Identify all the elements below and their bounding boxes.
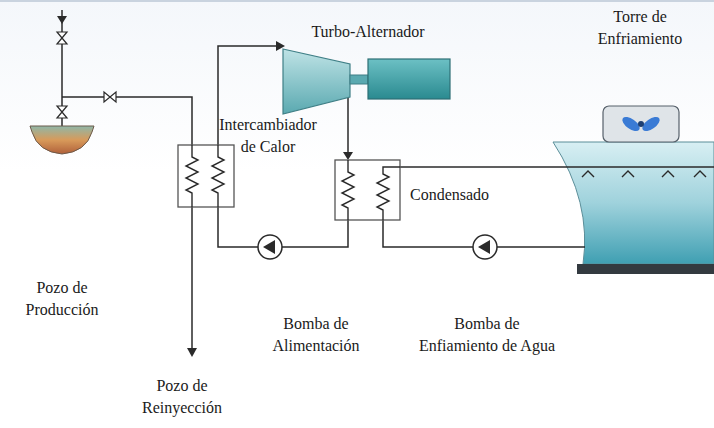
component-label: Pozo de Reinyección [137,375,227,419]
coil [212,145,224,207]
production-well [30,126,94,154]
valve [57,106,67,118]
condenser [335,160,400,220]
pump-arrow [478,240,490,254]
tower-basin [577,264,714,274]
valve [104,92,116,102]
pump-arrow [263,240,275,254]
nozzle [622,171,634,177]
coil [186,145,198,207]
cooling-supply-pipe [400,166,714,168]
shaft [350,75,368,84]
feed-pump [258,235,282,259]
fan-symbol [620,114,662,134]
valves [57,32,116,118]
fan-housing [603,106,679,142]
coil [342,160,354,220]
pump-body [473,235,497,259]
pipes [62,10,714,352]
component-label: Intercambiador de Calor [214,114,322,158]
pump-body [258,235,282,259]
component-label: Torre de Enfriamiento [594,6,686,50]
nozzle [582,171,594,177]
condenser-coils [342,160,400,220]
nozzle [662,171,674,177]
cooling-tower [553,142,714,264]
exhaust-pipe [347,98,349,154]
arrow-head [187,348,197,357]
component-label: Condensado [410,184,489,206]
turbine [283,49,350,114]
spray-nozzles [582,171,706,177]
valve [57,32,67,44]
arrow-head [343,152,353,160]
nozzle [694,171,706,177]
arrow-head [57,16,67,24]
component-label: Turbo-Alternador [311,21,424,43]
reinjection-pipe [191,207,193,352]
heat-exchanger [178,145,234,207]
coil [377,167,400,220]
feed-pipe [218,207,348,247]
component-label: Bomba de Alimentación [268,313,364,357]
fan-hub [638,121,644,127]
cooling-pump [473,235,497,259]
component-label: Bomba de Enfiamiento de Agua [416,313,558,357]
exchanger-coils [186,145,224,207]
generator [368,59,450,99]
flow-arrows [57,16,353,357]
component-label: Pozo de Producción [21,277,103,321]
